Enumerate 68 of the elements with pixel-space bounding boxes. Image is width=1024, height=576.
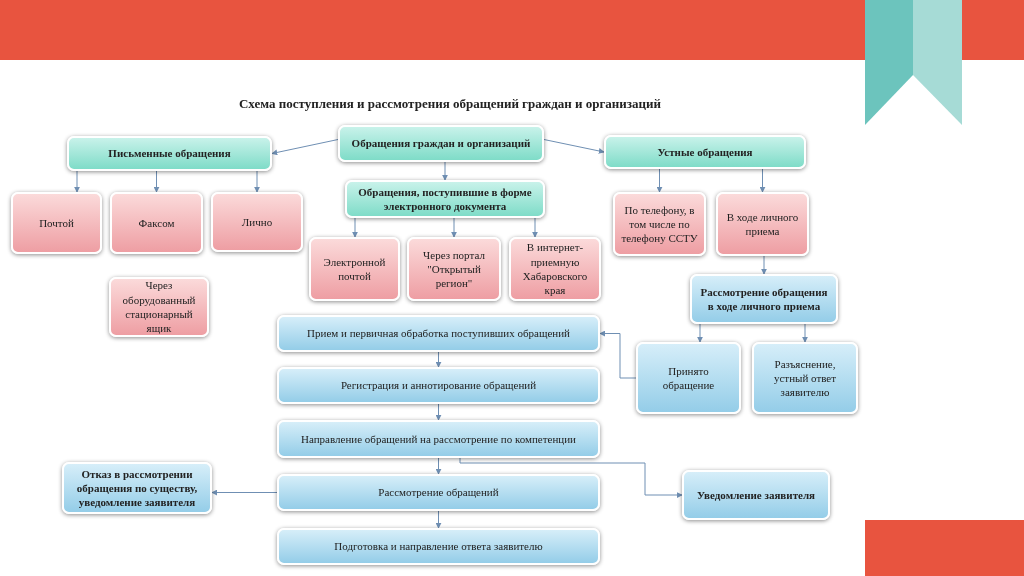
box-label: Письменные обращения [108, 146, 231, 161]
process-box [636, 342, 741, 414]
arrow [656, 168, 663, 193]
process-box [110, 192, 203, 254]
box-label: Принято обращение [661, 363, 716, 393]
arrow [459, 457, 683, 498]
arrow [435, 403, 442, 421]
process-box [613, 192, 706, 256]
process-box [277, 315, 600, 352]
box-label: Обращения граждан и организаций [351, 136, 531, 151]
box-label: Рассмотрение обращения в ходе личного приема [699, 284, 829, 314]
box-label: Устные обращения [657, 144, 753, 160]
box-label: Через оборудованный стационарный ящик [121, 278, 197, 336]
process-box [67, 136, 272, 171]
box-label: Обращения, поступившие в форме электронного документа [357, 184, 533, 214]
process-box [690, 274, 838, 324]
box-label: Рассмотрение обращений [378, 485, 499, 500]
arrow [759, 168, 766, 193]
arrow [532, 217, 538, 238]
box-label: Электронной почтой [322, 254, 387, 284]
arrow [802, 323, 808, 343]
diagram-title: Схема поступления и рассмотрения обращений граждан и организаций [237, 96, 663, 112]
arrow [211, 489, 278, 496]
arrow [153, 170, 160, 193]
box-label: Через портал "Открытый регион" [422, 247, 486, 291]
arrow [435, 510, 442, 529]
process-box [338, 125, 544, 162]
box-label: Уведомление заявителя [696, 487, 816, 503]
arrow [599, 330, 637, 379]
process-box [407, 237, 501, 301]
arrow [543, 139, 605, 154]
box-label: Регистрация и аннотирование обращений [340, 378, 537, 393]
process-box [11, 192, 102, 254]
process-box [277, 474, 600, 511]
box-label: По телефону, в том числе по телефону ССТУ [620, 202, 699, 246]
box-label: Прием и первичная обработка поступивших обращений [307, 326, 570, 341]
process-box [604, 135, 806, 169]
process-box [277, 420, 600, 458]
process-box [277, 528, 600, 565]
process-box [309, 237, 400, 301]
arrow [697, 323, 703, 343]
process-box [716, 192, 809, 256]
box-label: Отказ в рассмотрении обращения по существу, уведомление заявителя [75, 466, 199, 510]
process-box [509, 237, 601, 301]
process-box [62, 462, 212, 514]
box-label: Лично [241, 214, 273, 230]
box-label: Направление обращений на рассмотрение по компетенции [301, 431, 576, 447]
arrow [352, 217, 358, 238]
arrow [435, 351, 442, 368]
box-label: В ходе личного приема [725, 209, 800, 239]
arrow [451, 217, 457, 238]
arrow [442, 161, 448, 181]
arrow [271, 139, 339, 156]
arrow [435, 457, 442, 475]
arrow [254, 170, 260, 193]
box-label: Подготовка и направление ответа заявителю [334, 539, 543, 554]
arrow [74, 170, 80, 193]
arrow [761, 255, 767, 275]
process-box [682, 470, 830, 520]
process-box [752, 342, 858, 414]
box-label: Факсом [138, 215, 175, 231]
box-label: В интернет-приемную Хабаровского края [521, 240, 589, 298]
box-label: Почтой [39, 215, 74, 231]
process-box [345, 180, 545, 218]
process-box [211, 192, 303, 252]
process-box [277, 367, 600, 404]
box-label: Разъяснение, устный ответ заявителю [772, 356, 838, 400]
process-box [109, 277, 209, 337]
